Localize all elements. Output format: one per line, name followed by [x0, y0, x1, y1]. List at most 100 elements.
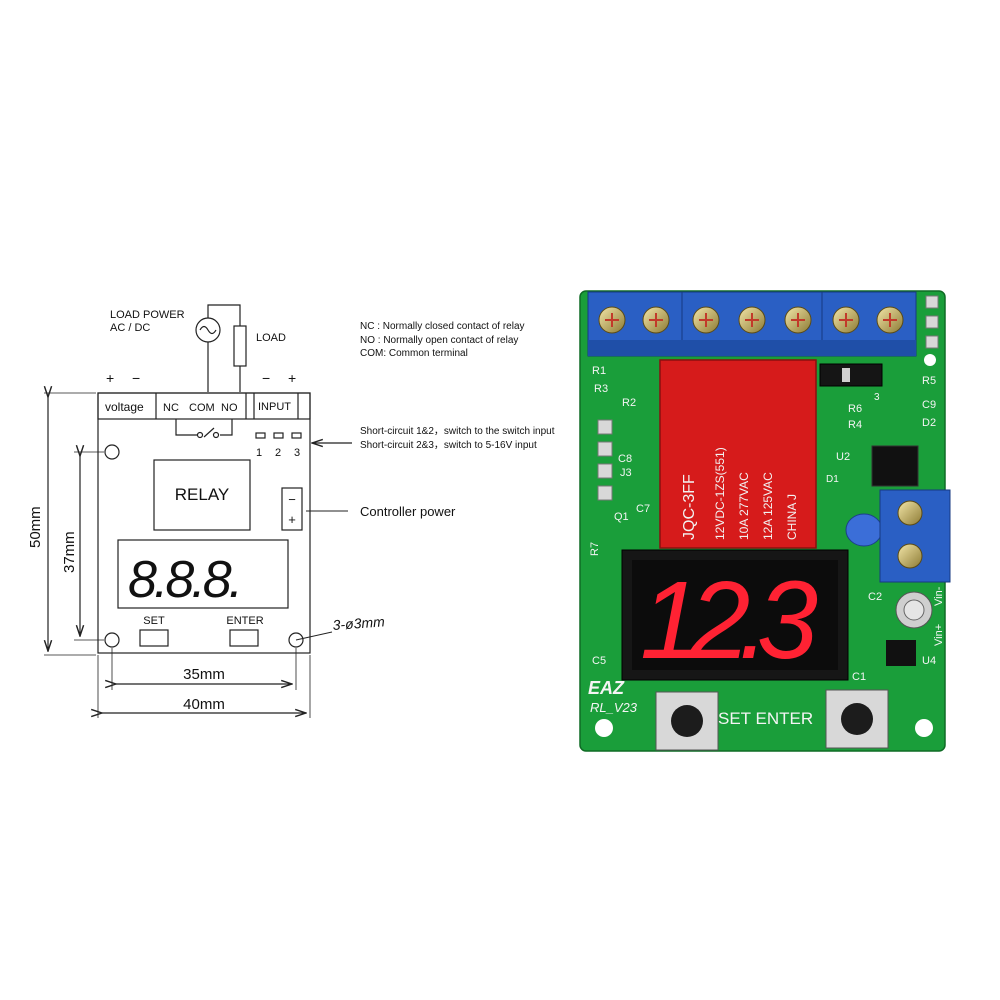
right-header-pins: [925, 295, 939, 349]
controller-power-label: Controller power: [360, 504, 456, 519]
silk-c1: C1: [852, 671, 866, 683]
dim-37mm-label: 37mm: [61, 531, 78, 573]
power-connector: [281, 487, 303, 531]
input-pin-2-label: 2: [275, 447, 281, 459]
input-terminal-label: INPUT: [258, 401, 291, 413]
silk-j3: J3: [620, 467, 632, 479]
legend-nc: NC : Normally closed contact of relay: [360, 321, 525, 332]
silk-u2: U2: [836, 451, 850, 463]
silk-vin-plus: Vin+: [933, 624, 945, 646]
load-power-label: LOAD POWER: [110, 309, 185, 321]
load-resistor-icon: [233, 325, 247, 367]
schematic-labels: LOAD POWER AC / DC LOAD + − − + voltage …: [27, 309, 555, 713]
holes-leader: [295, 631, 333, 641]
display-digits: 8.8.8.: [128, 551, 240, 609]
dim-35mm-label: 35mm: [183, 666, 225, 683]
silk-jumper-3: 3: [874, 392, 880, 403]
voltage-terminal-label: voltage: [105, 400, 144, 414]
silkscreen: EAZ RL_V23 SET ENTER R1 R2 R3 C8 J3 C7 Q…: [588, 365, 945, 728]
mount-hole-bottom-left: [104, 632, 120, 648]
relay-contact-symbol: [175, 419, 233, 438]
legend-no: NO : Normally open contact of relay: [360, 335, 518, 346]
silk-q1: Q1: [614, 511, 629, 523]
ac-source-icon: [195, 317, 221, 343]
com-terminal-label: COM: [189, 402, 215, 414]
dim-40mm-label: 40mm: [183, 696, 225, 713]
silk-r3: R3: [594, 383, 608, 395]
ac-sine-icon: [199, 325, 217, 335]
legend-com: COM: Common terminal: [360, 348, 468, 359]
pcb-hole-bottom-right: [915, 719, 933, 737]
j3-header: [597, 419, 613, 501]
load-label: LOAD: [256, 332, 286, 344]
dim-50mm-label: 50mm: [27, 506, 44, 548]
schematic: [44, 304, 352, 718]
silk-c7: C7: [636, 503, 650, 515]
relay-block: [153, 459, 251, 531]
input-plus: +: [288, 370, 296, 386]
mount-hole-top: [104, 444, 120, 460]
silk-version: RL_V23: [590, 700, 638, 715]
relay-component: [659, 359, 817, 549]
nc-terminal-label: NC: [163, 402, 179, 414]
set-button-cap[interactable]: [671, 705, 703, 737]
pcb-hole-bottom-left: [595, 719, 613, 737]
enter-button-outline: [229, 629, 259, 647]
load-wire: [207, 304, 241, 326]
voltage-minus: −: [132, 370, 140, 386]
relay-block-label: RELAY: [175, 485, 230, 504]
terminal-strip: [97, 392, 311, 420]
relay-spec-3: 12A 125VAC: [761, 472, 775, 540]
silk-d1: D1: [826, 474, 839, 485]
ac-dc-label: AC / DC: [110, 322, 150, 334]
input-pin-3-label: 3: [294, 447, 300, 459]
silk-u4: U4: [922, 655, 936, 667]
load-wire-lower: [207, 342, 241, 392]
input-pin-3: [291, 432, 302, 439]
silk-r6: R6: [848, 403, 862, 415]
set-button-label: SET: [143, 615, 165, 627]
silk-buttons: SET ENTER: [718, 709, 813, 728]
silk-r5: R5: [922, 375, 936, 387]
relay-spec-2: 10A 277VAC: [737, 472, 751, 540]
power-connector-plus: +: [288, 512, 296, 527]
short-circuit-1-2: Short-circuit 1&2，switch to the switch i…: [360, 426, 555, 437]
relay-spec-4: CHINA J: [785, 494, 799, 540]
u4-regulator: [886, 640, 916, 666]
holes-label: 3-ø3mm: [332, 613, 385, 633]
input-pin-1: [255, 432, 266, 439]
relay-spec-1: 12VDC-1ZS(551): [713, 447, 727, 540]
jumper: [819, 363, 883, 387]
silk-r7: R7: [589, 542, 601, 556]
blue-capacitor: [845, 513, 883, 547]
silk-r4: R4: [848, 419, 862, 431]
mount-hole-bottom-right: [288, 632, 304, 648]
silk-d2: D2: [922, 417, 936, 429]
enter-button-label: ENTER: [226, 615, 263, 627]
input-pin-2: [273, 432, 284, 439]
silk-r1: R1: [592, 365, 606, 377]
set-button-outline: [139, 629, 169, 647]
display-block: [117, 539, 289, 609]
terminal-screws: [598, 306, 904, 334]
silk-c5: C5: [592, 655, 606, 667]
no-terminal-label: NO: [221, 402, 238, 414]
voltage-plus: +: [106, 370, 114, 386]
pcb-hole-top-right: [924, 354, 936, 366]
power-screw-2-icon: [897, 543, 923, 569]
silk-vin-minus: Vin-: [933, 586, 945, 606]
silk-brand: EAZ: [588, 678, 625, 698]
silk-c2: C2: [868, 591, 882, 603]
relay-model: JQC-3FF: [681, 474, 698, 540]
silk-c9: C9: [922, 399, 936, 411]
power-screw-1-icon: [897, 500, 923, 526]
power-connector-minus: −: [288, 492, 296, 507]
short-circuit-2-3: Short-circuit 2&3，switch to 5-16V input: [360, 440, 537, 451]
input-pin-1-label: 1: [256, 447, 262, 459]
enter-button-cap[interactable]: [841, 703, 873, 735]
input-minus: −: [262, 370, 270, 386]
silk-r2: R2: [622, 397, 636, 409]
board-outline: [97, 392, 311, 654]
product-photo: JQC-3FF 12VDC-1ZS(551) 10A 277VAC 12A 12…: [579, 290, 951, 752]
